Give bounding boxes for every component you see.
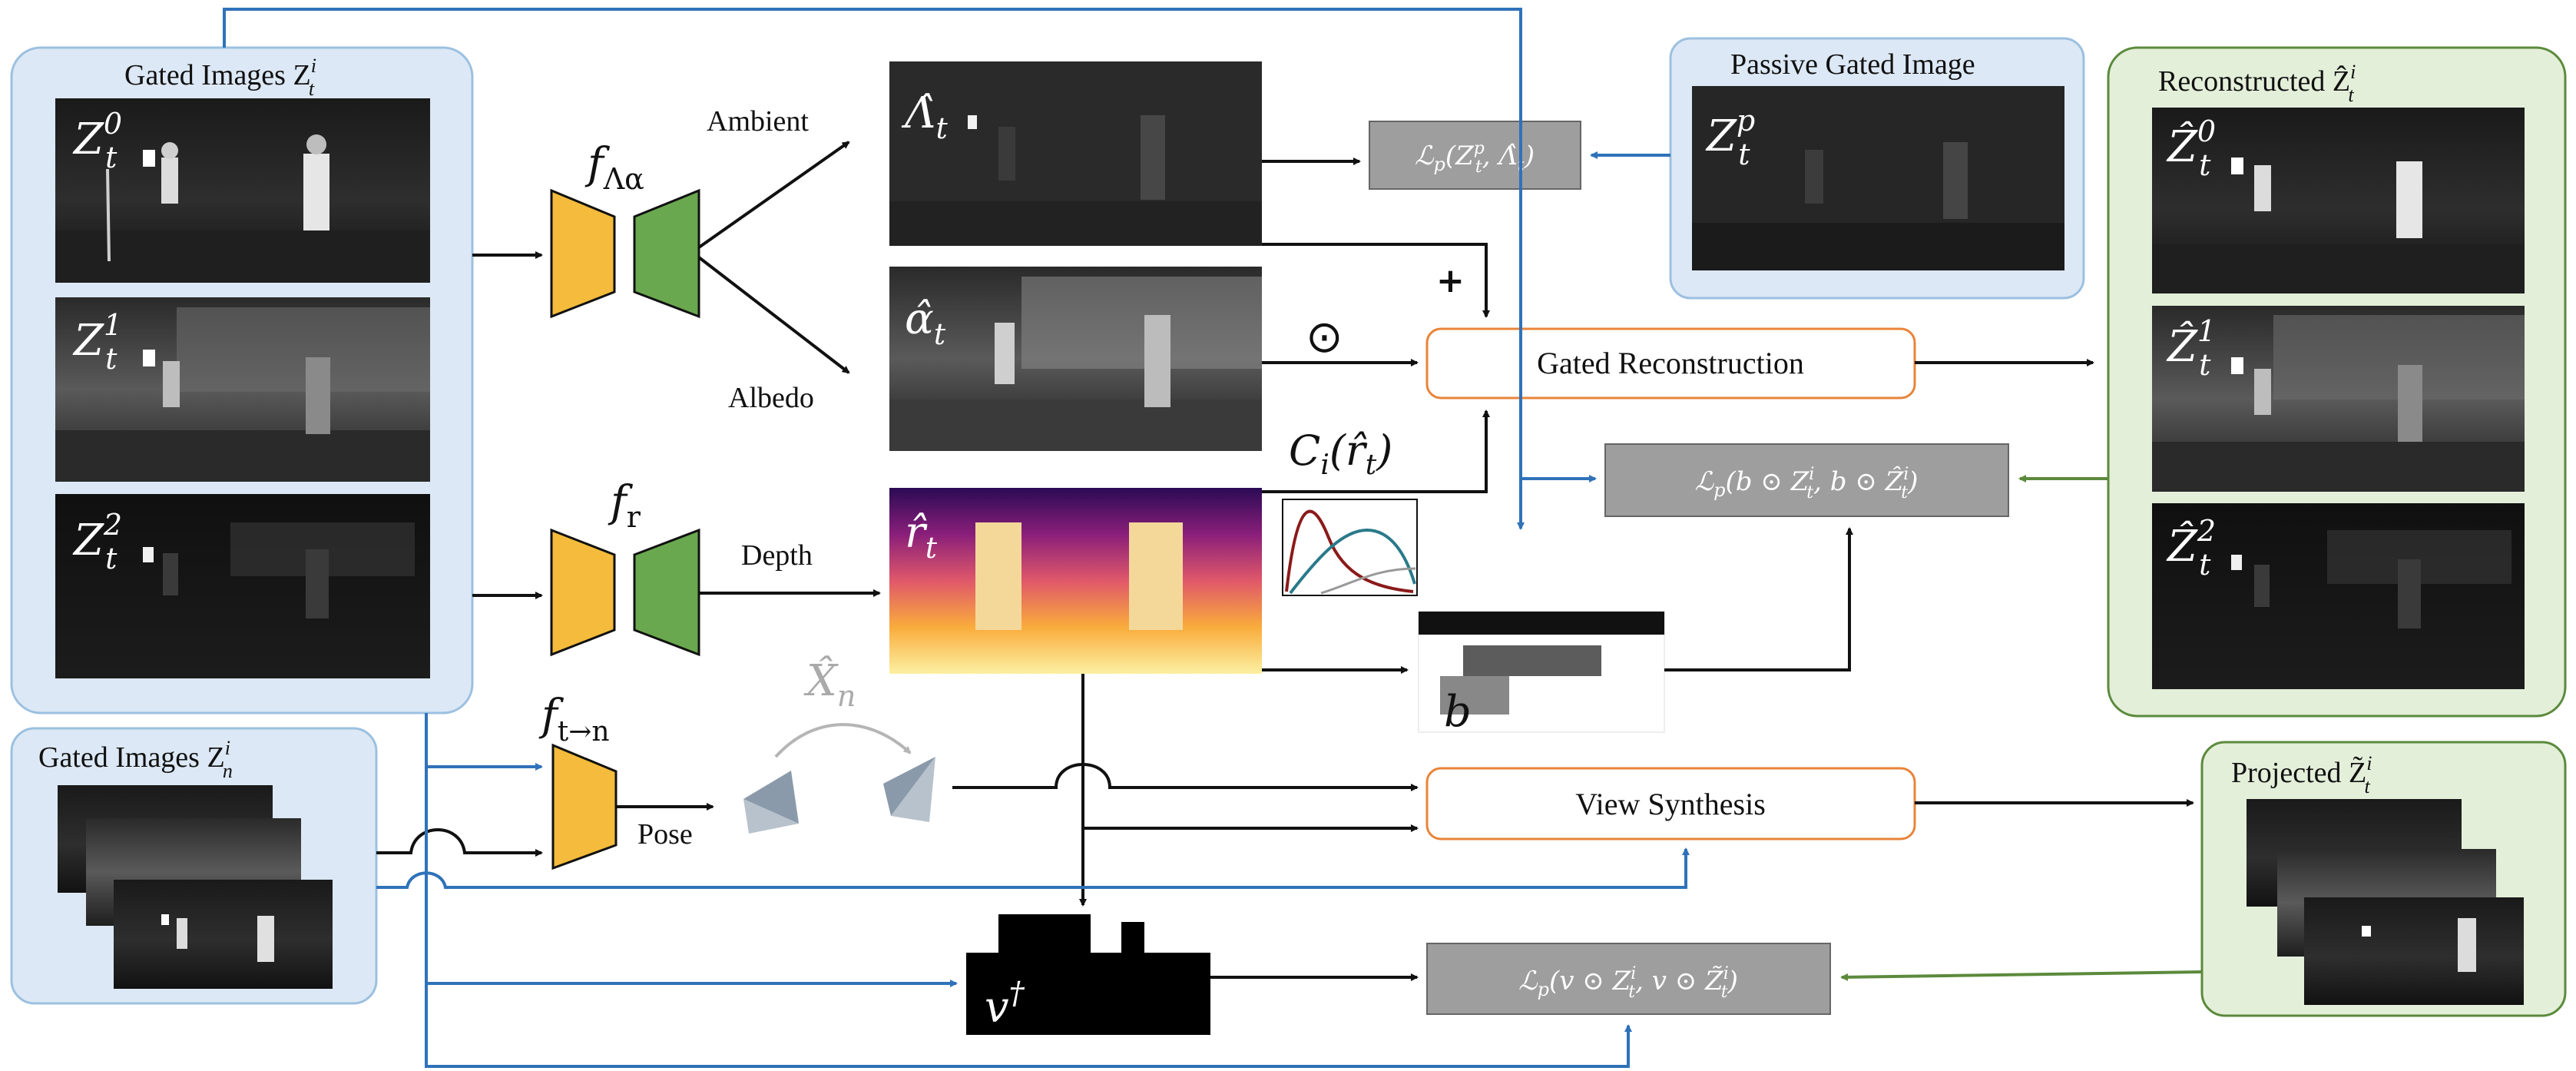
intensity-curve-plot <box>1282 499 1418 596</box>
arrow-ambient-plus <box>1262 243 1490 318</box>
image-stack-projected <box>2247 799 2524 1005</box>
edge-label-albedo: Albedo <box>728 382 814 414</box>
image-depth: r̂t <box>889 488 1262 674</box>
gated-reconstruction-label: Gated Reconstruction <box>1537 346 1804 380</box>
network-f-pose: ft→n <box>538 691 618 870</box>
encoder-pose <box>551 743 618 870</box>
decoder-r <box>633 528 700 657</box>
blue-arrows <box>223 8 1690 1068</box>
edge-label-ambient: Ambient <box>707 105 809 138</box>
black-arrows <box>376 141 2194 981</box>
loss-recon-box <box>1604 443 2009 517</box>
edge-label-ci: Ci(r̂t) <box>1289 426 1392 481</box>
arrow-pose-to-synthesis <box>952 763 1419 791</box>
green-arrows <box>1840 475 2203 981</box>
svg-text:Ẑ2t: Ẑ2t <box>2166 514 2216 582</box>
edge-label-depth: Depth <box>741 539 813 572</box>
arrow-ci-to-recon <box>1262 410 1490 493</box>
arrow-blue-down-left <box>425 713 1632 1068</box>
loss-ambient-box <box>1369 121 1581 190</box>
svg-text:ft→n: ft→n <box>538 691 610 748</box>
arrow-blue-top-loop <box>223 8 1525 530</box>
decoder-lambda-alpha <box>633 188 700 319</box>
svg-text:Ẑ0t: Ẑ0t <box>2166 114 2216 182</box>
image-ambient: Λ̂t <box>889 61 1262 246</box>
loss-view-box <box>1426 943 1831 1015</box>
edge-label-pose: Pose <box>637 818 693 850</box>
arrow-green-projected-to-loss <box>1840 970 2203 981</box>
arrow-b-to-loss <box>1664 527 1853 671</box>
svg-text:α̂t: α̂t <box>905 294 946 351</box>
arrow-xn-arc <box>774 723 912 758</box>
arrow-ambient <box>697 141 850 249</box>
svg-text:Zpt: Zpt <box>1705 104 1755 171</box>
edge-label-odot: ⊙ <box>1306 310 1343 363</box>
image-stack-z-n <box>58 785 333 989</box>
xn-label: X̂n <box>803 655 856 713</box>
svg-text:fΛα: fΛα <box>584 139 644 196</box>
passive-panel-title: Passive Gated Image <box>1730 48 1975 81</box>
svg-text:fr: fr <box>608 477 641 534</box>
image-albedo: α̂t <box>889 267 1262 451</box>
image-mask-b: b <box>1418 611 1665 737</box>
svg-text:Z2t: Z2t <box>72 508 122 575</box>
camera-source <box>743 771 799 834</box>
svg-text:Z0t: Z0t <box>72 107 122 174</box>
network-f-lambda-alpha: fΛα <box>550 139 700 319</box>
curve-gray <box>1320 567 1416 595</box>
encoder-lambda-alpha <box>550 188 616 319</box>
svg-text:v†: v† <box>985 976 1025 1033</box>
camera-target <box>883 757 935 822</box>
svg-text:Z1t: Z1t <box>72 308 122 376</box>
edge-label-plus: + <box>1436 261 1465 300</box>
arrow-albedo <box>697 256 850 374</box>
arrow-blue-gated-n-to-synthesis <box>376 847 1690 889</box>
arrow-gated-n-to-pose <box>376 828 543 857</box>
curve-red <box>1285 509 1414 593</box>
svg-text:b: b <box>1444 687 1472 737</box>
encoder-r <box>550 528 616 657</box>
svg-text:r̂t: r̂t <box>905 508 938 565</box>
curve-teal <box>1289 528 1416 595</box>
image-mask-v: v† <box>966 914 1210 1035</box>
view-synthesis-label: View Synthesis <box>1575 787 1766 821</box>
svg-text:Λ̂t: Λ̂t <box>901 88 948 145</box>
svg-text:Ẑ1t: Ẑ1t <box>2166 314 2216 382</box>
network-f-r: fr <box>550 477 700 657</box>
